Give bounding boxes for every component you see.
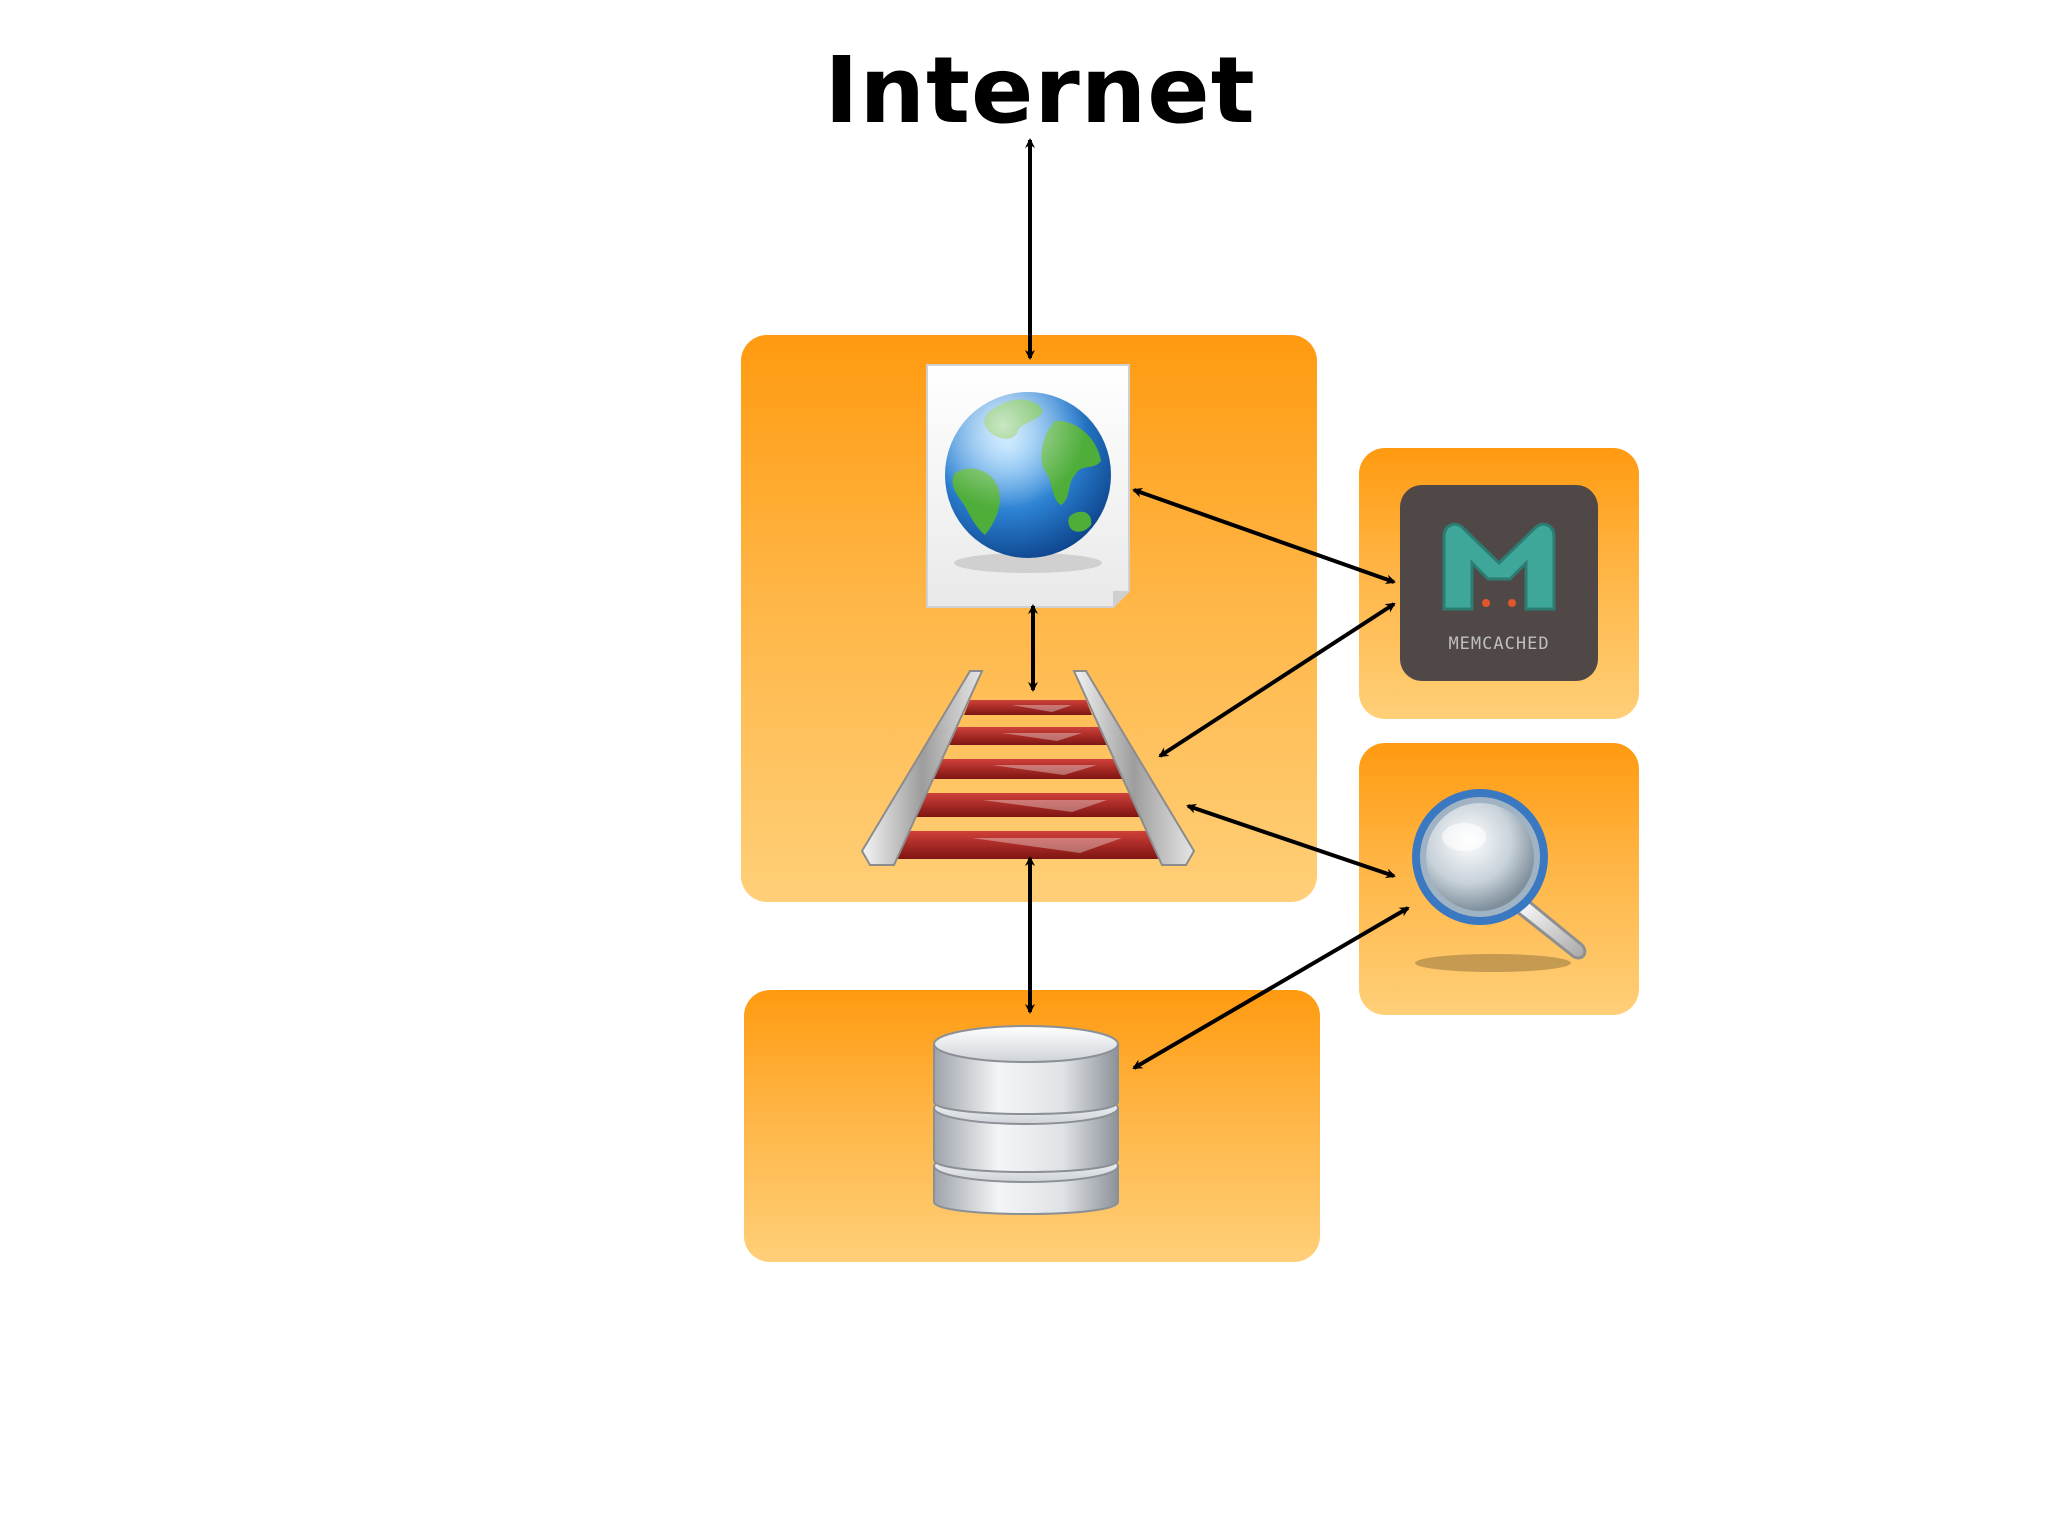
search-icon xyxy=(1398,775,1603,980)
memcached-logo-text: MEMCACHED xyxy=(1448,634,1549,654)
rails-icon xyxy=(852,665,1204,875)
memcached-icon: MEMCACHED xyxy=(1398,483,1600,683)
database-icon xyxy=(928,1020,1124,1230)
web-page-icon xyxy=(925,363,1131,608)
internet-label: Internet xyxy=(824,37,1256,144)
